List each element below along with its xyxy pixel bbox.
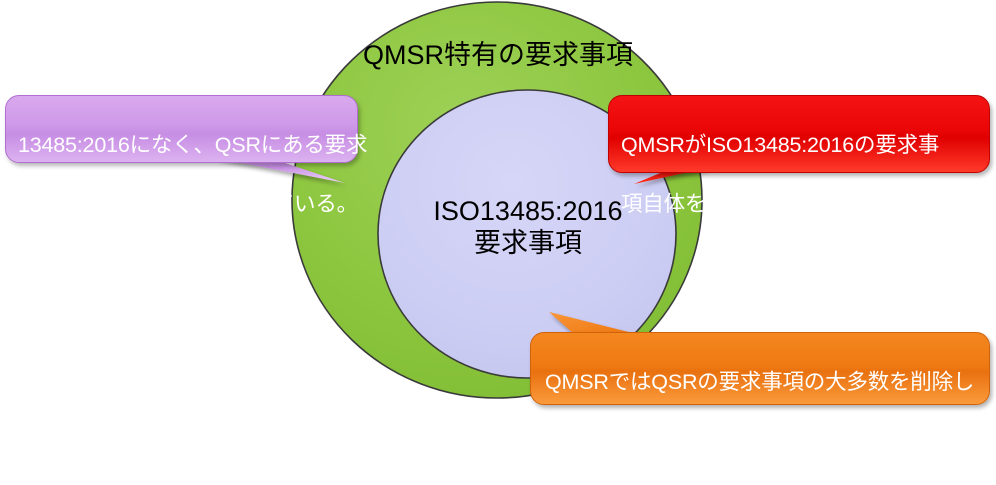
- callout-no-change-to-iso: QMSRがISO13485:2016の要求事 項自体を変更することは行っていない…: [608, 95, 996, 216]
- callout-bottom-line2: ISO13485:2016を受け入れることとしている。: [545, 428, 991, 453]
- callout-right-line2: 項自体を変更することは行っていない。: [621, 191, 996, 216]
- callout-bottom-line1: QMSRではQSRの要求事項の大多数を削除し: [545, 370, 975, 395]
- callout-left-line2: 事項をQMSRの中で規定している。: [18, 191, 358, 216]
- callout-right-line1: QMSRがISO13485:2016の要求事: [621, 133, 940, 158]
- callout-left-line1: 13485:2016になく、QSRにある要求: [18, 133, 368, 158]
- venn-diagram-canvas: QMSR特有の要求事項 ISO13485:2016 要求事項 13485:201…: [5, 1, 996, 453]
- callout-qsr-only-requirements: 13485:2016になく、QSRにある要求 事項をQMSRの中で規定している。: [5, 95, 368, 216]
- inner-circle-iso13485: [377, 89, 677, 379]
- venn-shapes-layer: [215, 1, 739, 399]
- callout-qsr-requirements-deleted: QMSRではQSRの要求事項の大多数を削除し ISO13485:2016を受け入…: [530, 332, 991, 453]
